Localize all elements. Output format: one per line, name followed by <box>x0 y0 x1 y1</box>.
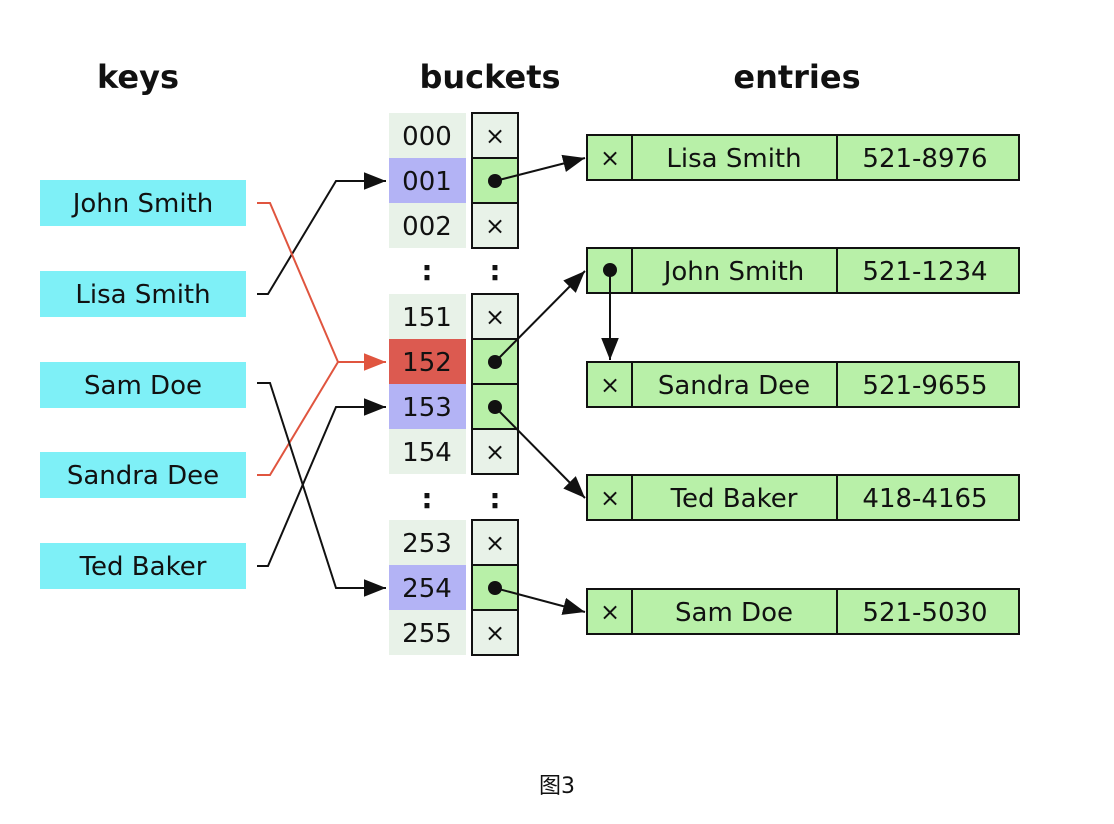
key-label: Ted Baker <box>79 552 207 582</box>
entry-phone: 521-9655 <box>862 371 987 401</box>
bucket-index: 001 <box>402 167 452 197</box>
bucket-index: 153 <box>402 393 452 423</box>
null-pointer-icon: × <box>600 598 620 626</box>
entry-name: John Smith <box>662 257 805 287</box>
key-label: John Smith <box>71 189 214 219</box>
bucket-ellipsis: : <box>489 482 500 515</box>
empty-slot-icon: × <box>485 212 505 240</box>
entry-ted-baker: × Ted Baker 418-4165 <box>586 474 1020 521</box>
pointer-152-to-john-smith <box>494 270 586 363</box>
bucket-ellipsis: : <box>489 254 500 287</box>
null-pointer-icon: × <box>600 484 620 512</box>
entry-phone: 521-5030 <box>862 598 987 628</box>
figure-caption: 图3 <box>539 774 575 799</box>
bucket-255: 255 <box>389 610 466 655</box>
entry-name: Sandra Dee <box>658 371 810 401</box>
bucket-index: 255 <box>402 619 452 649</box>
null-pointer-icon: × <box>600 371 620 399</box>
entry-john-smith: John Smith 521-1234 <box>586 247 1020 294</box>
key-label: Sam Doe <box>84 371 202 401</box>
entry-phone: 521-1234 <box>862 257 987 287</box>
empty-slot-icon: × <box>485 438 505 466</box>
bucket-152: 152 <box>389 339 466 384</box>
key-sam-doe: Sam Doe <box>40 362 246 408</box>
bucket-index: 000 <box>402 122 452 152</box>
bucket-index: 253 <box>402 529 452 559</box>
bucket-254: 254 <box>389 565 466 610</box>
bucket-index: 002 <box>402 212 452 242</box>
bucket-153: 153 <box>389 384 466 429</box>
entry-name: Lisa Smith <box>666 144 801 174</box>
empty-slot-icon: × <box>485 122 505 150</box>
bucket-ellipsis: : <box>421 254 432 287</box>
bucket-001: 001 <box>389 158 466 203</box>
pointer-254-to-sam-doe <box>494 587 586 615</box>
pointer-153-to-ted-baker <box>494 406 586 499</box>
entries-header: entries <box>733 58 860 96</box>
empty-slot-icon: × <box>485 619 505 647</box>
entry-phone: 418-4165 <box>862 484 987 514</box>
entry-name: Ted Baker <box>670 484 798 514</box>
hash-arrow-sam-doe <box>257 382 386 597</box>
entry-name: Sam Doe <box>675 598 793 628</box>
bucket-slot-group-bottom: × × <box>471 519 519 656</box>
bucket-ellipsis: : <box>421 482 432 515</box>
key-label: Lisa Smith <box>75 280 210 310</box>
pointer-001-to-lisa-smith <box>494 154 586 182</box>
buckets-header: buckets <box>419 58 560 96</box>
hash-arrow-sandra-dee <box>257 361 339 476</box>
hash-arrow-john-smith <box>257 202 386 371</box>
entry-sandra-dee: × Sandra Dee 521-9655 <box>586 361 1020 408</box>
empty-slot-icon: × <box>485 529 505 557</box>
key-ted-baker: Ted Baker <box>40 543 246 589</box>
bucket-000: 000 <box>389 113 466 158</box>
key-lisa-smith: Lisa Smith <box>40 271 246 317</box>
hash-arrow-ted-baker <box>257 398 386 567</box>
bucket-index: 152 <box>402 348 452 378</box>
hash-arrow-lisa-smith <box>257 172 386 295</box>
entry-sam-doe: × Sam Doe 521-5030 <box>586 588 1020 635</box>
keys-header: keys <box>97 58 179 96</box>
bucket-index: 151 <box>402 303 452 333</box>
bucket-slot-group-middle: × × <box>471 293 519 475</box>
bucket-index: 254 <box>402 574 452 604</box>
bucket-151: 151 <box>389 294 466 339</box>
bucket-slot-group-top: × × <box>471 112 519 249</box>
empty-slot-icon: × <box>485 303 505 331</box>
bucket-002: 002 <box>389 203 466 248</box>
entry-lisa-smith: × Lisa Smith 521-8976 <box>586 134 1020 181</box>
null-pointer-icon: × <box>600 144 620 172</box>
entry-phone: 521-8976 <box>862 144 987 174</box>
key-sandra-dee: Sandra Dee <box>40 452 246 498</box>
bucket-253: 253 <box>389 520 466 565</box>
key-label: Sandra Dee <box>67 461 219 491</box>
hash-table-diagram: keys buckets entries John Smith Lisa Smi… <box>40 58 1020 656</box>
key-john-smith: John Smith <box>40 180 246 226</box>
bucket-154: 154 <box>389 429 466 474</box>
bucket-index: 154 <box>402 438 452 468</box>
